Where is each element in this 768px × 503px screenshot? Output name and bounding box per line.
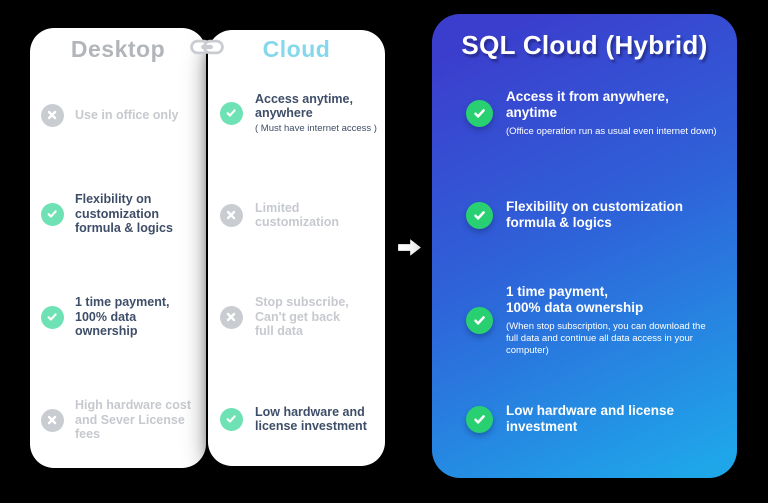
- hybrid-item-access-anywhere: Access it from anywhere, anytime (Office…: [432, 87, 737, 139]
- hybrid-item-low-hardware: Low hardware and license investment: [432, 401, 737, 437]
- feature-text: Low hardware and license investment: [506, 402, 675, 435]
- chain-link-icon: [190, 39, 224, 55]
- cloud-item-limited-customization: Limited customization: [208, 198, 385, 232]
- check-icon: [466, 405, 493, 433]
- cross-icon: [41, 408, 64, 432]
- feature-text: High hardware cost and Sever License fee…: [75, 398, 191, 442]
- check-icon: [466, 201, 493, 229]
- cloud-panel: Cloud Access anytime, anywhere ( Must ha…: [208, 30, 385, 466]
- feature-text: 1 time payment, 100% data ownership: [75, 295, 170, 339]
- check-icon: [220, 101, 243, 125]
- cloud-item-stop-subscribe: Stop subscribe, Can't get back full data: [208, 291, 385, 343]
- check-icon: [466, 99, 493, 127]
- feature-text: Flexibility on customization formula & l…: [506, 198, 684, 231]
- feature-text: Access anytime, anywhere ( Must have int…: [255, 91, 377, 134]
- cross-icon: [220, 305, 243, 329]
- right-arrow-icon: [398, 239, 421, 256]
- cloud-item-low-hardware: Low hardware and license investment: [208, 402, 385, 436]
- desktop-panel-title: Desktop: [70, 36, 166, 62]
- feature-text: 1 time payment, 100% data ownership (Whe…: [506, 283, 706, 356]
- check-icon: [466, 306, 493, 334]
- desktop-item-one-time-payment: 1 time payment, 100% data ownership: [30, 291, 206, 343]
- feature-note: (When stop subscription, you can downloa…: [506, 320, 706, 356]
- feature-text: Limited customization: [255, 200, 340, 230]
- feature-text: Use in office only: [75, 107, 179, 122]
- hybrid-panel: SQL Cloud (Hybrid) Access it from anywhe…: [432, 14, 737, 478]
- desktop-panel: Desktop Use in office only Flexibility o…: [30, 28, 206, 468]
- desktop-item-use-in-office: Use in office only: [30, 98, 206, 132]
- desktop-item-flexibility: Flexibility on customization formula & l…: [30, 188, 206, 240]
- check-icon: [220, 407, 243, 431]
- check-icon: [41, 305, 64, 329]
- check-icon: [41, 202, 64, 226]
- cross-icon: [41, 103, 64, 127]
- cross-icon: [220, 203, 243, 227]
- hybrid-panel-title: SQL Cloud (Hybrid): [461, 30, 708, 60]
- cloud-item-access-anytime: Access anytime, anywhere ( Must have int…: [208, 88, 385, 138]
- cloud-panel-title: Cloud: [262, 36, 331, 62]
- feature-note: ( Must have internet access ): [255, 122, 377, 134]
- feature-text: Access it from anywhere, anytime (Office…: [506, 88, 717, 137]
- feature-text: Low hardware and license investment: [255, 404, 367, 434]
- feature-note: (Office operation run as usual even inte…: [506, 125, 717, 137]
- hybrid-item-flexibility: Flexibility on customization formula & l…: [432, 197, 737, 233]
- hybrid-item-one-time-payment: 1 time payment, 100% data ownership (Whe…: [432, 282, 737, 358]
- desktop-item-hardware-cost: High hardware cost and Sever License fee…: [30, 394, 206, 446]
- feature-text: Stop subscribe, Can't get back full data: [255, 295, 349, 339]
- feature-text: Flexibility on customization formula & l…: [75, 192, 173, 236]
